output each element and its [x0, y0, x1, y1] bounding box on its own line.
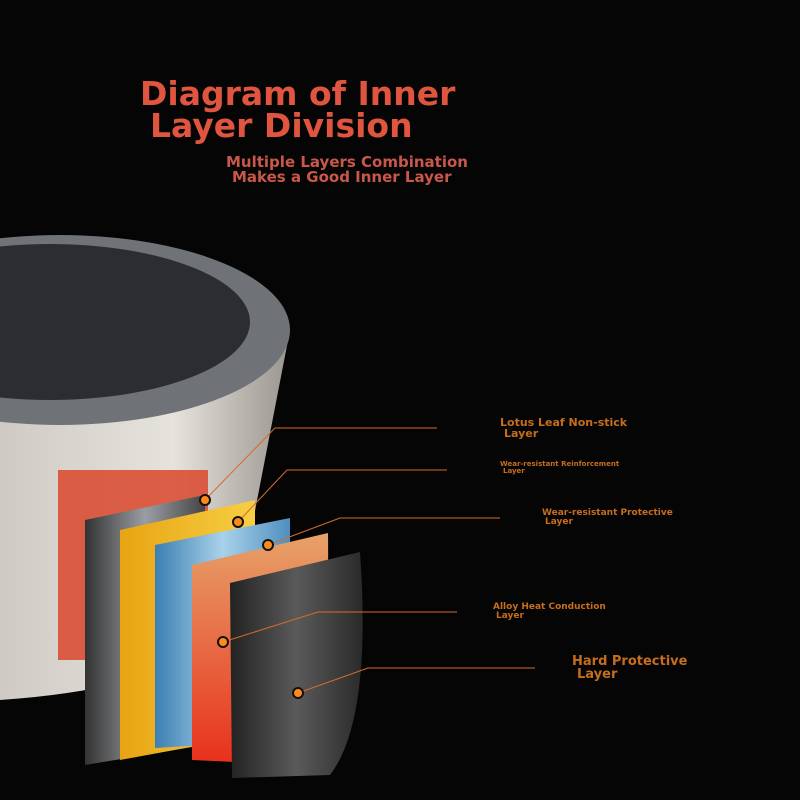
- label-line: Wear-resistant Protective: [542, 508, 673, 518]
- label-line: Layer: [503, 467, 525, 475]
- label-line: Lotus Leaf Non-stick: [500, 416, 628, 429]
- label-line: Layer: [496, 611, 524, 621]
- label-line: Layer: [545, 517, 573, 527]
- subtitle-line1: Multiple Layers Combination: [226, 153, 468, 171]
- label-line: Wear-resistant Reinforcement: [500, 460, 620, 468]
- title-line1: Diagram of Inner: [140, 74, 456, 113]
- subtitle-line2: Makes a Good Inner Layer: [232, 168, 452, 186]
- title-line2: Layer Division: [150, 106, 413, 145]
- label-line: Layer: [504, 427, 539, 440]
- label-line: Alloy Heat Conduction: [493, 602, 606, 612]
- label-line: Hard Protective: [572, 654, 688, 669]
- label-line: Layer: [577, 667, 618, 682]
